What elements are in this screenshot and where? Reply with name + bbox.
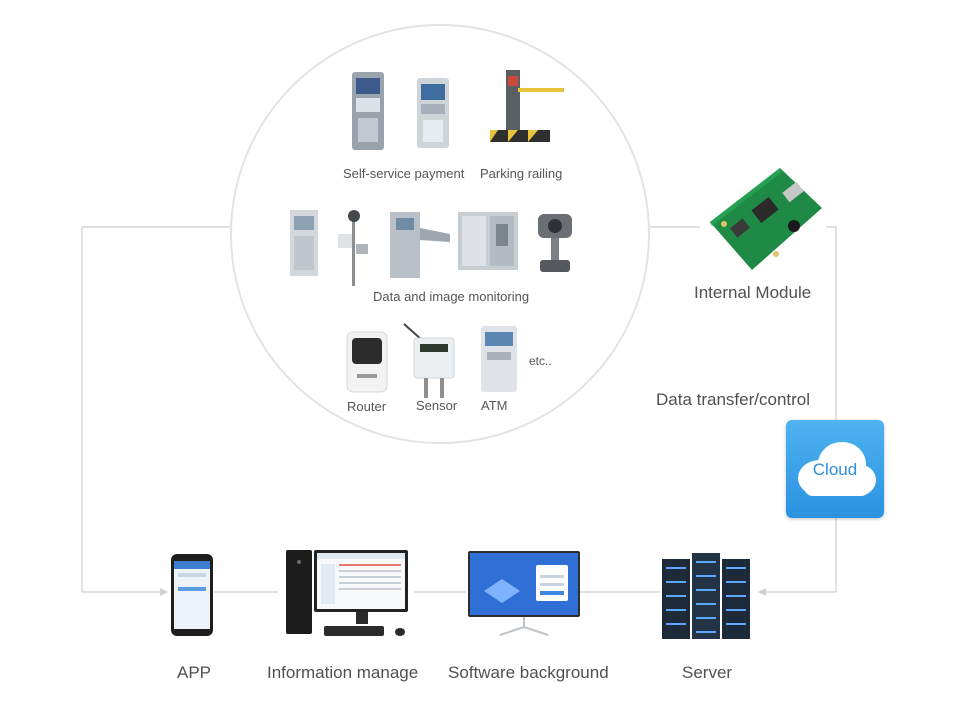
payment-kiosk-icon (352, 72, 384, 150)
cloud-icon (798, 442, 876, 496)
cloud-label: Cloud (812, 460, 858, 479)
label-data-image-monitoring: Data and image monitoring (373, 289, 530, 304)
parking-barrier-icon (490, 70, 564, 142)
module-to-server-line (766, 226, 837, 593)
server-rack-icon (662, 553, 750, 639)
cloud-tile: Cloud (786, 420, 884, 518)
label-internal-module: Internal Module (694, 283, 812, 302)
monitoring-cabinet-icon (290, 210, 318, 276)
payment-terminal-icon (417, 78, 449, 148)
server-arrow-icon (758, 588, 766, 596)
control-cabinet-icon (458, 212, 518, 270)
phone-icon (171, 554, 213, 636)
desktop-pc-icon (286, 550, 408, 636)
app-arrow-icon (160, 588, 168, 596)
label-parking-railing: Parking railing (480, 166, 563, 181)
pcb-module-icon (710, 168, 822, 270)
monitoring-console-icon (390, 212, 450, 278)
monitor-icon (468, 551, 580, 636)
atm-icon (481, 326, 517, 392)
sensor-icon (403, 323, 455, 398)
label-self-service-payment: Self-service payment (343, 166, 465, 181)
label-app: APP (177, 663, 212, 682)
label-information-manage: Information manage (267, 663, 419, 682)
label-data-transfer: Data transfer/control (656, 390, 811, 409)
router-icon (346, 331, 388, 393)
label-atm: ATM (481, 398, 508, 413)
label-server: Server (682, 663, 733, 682)
label-sensor: Sensor (416, 398, 458, 413)
label-router: Router (347, 399, 387, 414)
ptz-camera-icon (538, 214, 572, 272)
label-etc: etc.. (529, 354, 552, 368)
weather-station-icon (338, 210, 368, 286)
circle-to-app-line (81, 226, 232, 593)
label-software-background: Software background (448, 663, 609, 682)
